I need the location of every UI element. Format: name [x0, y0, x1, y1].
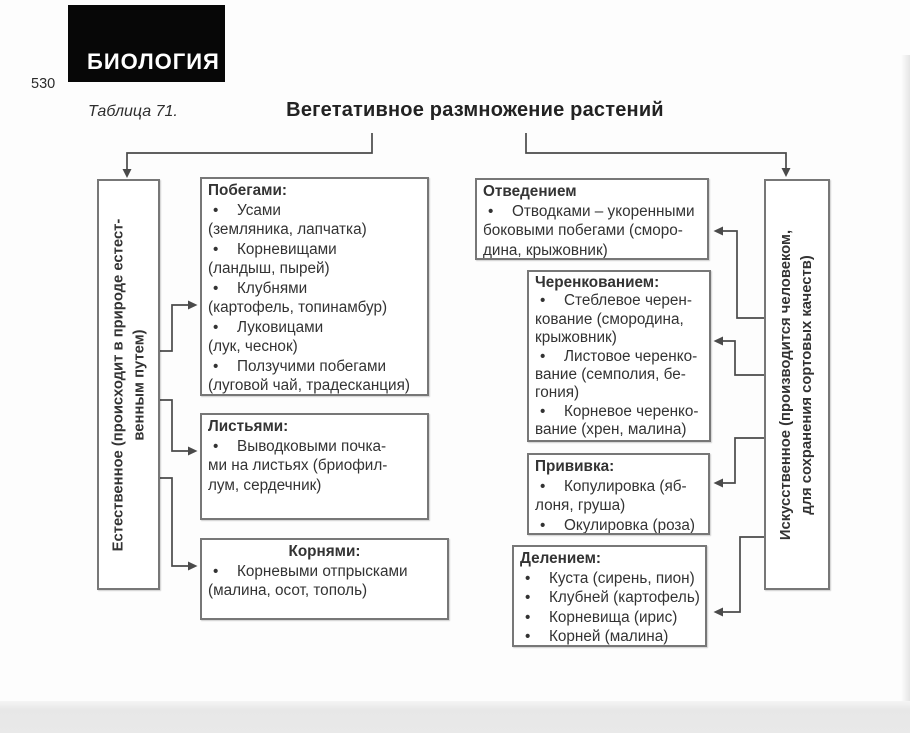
bullet-icon: • — [213, 240, 219, 258]
box-line: • Окулировка (роза) — [529, 516, 708, 534]
bullet-icon: • — [525, 608, 531, 626]
bullet-icon: • — [540, 516, 546, 534]
box-line: • Стеблевое черен- — [529, 292, 709, 310]
bullet-icon: • — [213, 201, 219, 219]
bullet-text: Клубнями — [237, 279, 308, 297]
bullet-icon: • — [540, 477, 546, 495]
page-number: 530 — [31, 76, 56, 92]
box-line: • Листовое черенко- — [529, 348, 709, 366]
natural-label-line2: венным путем) — [130, 328, 147, 441]
box-line: (луговой чай, традесканция) — [208, 377, 410, 394]
box-line: ми на листьях (бриофил- — [208, 457, 388, 474]
page-title: Вегетативное размножение растений — [286, 99, 664, 121]
box-heading: Черенкованием: — [535, 274, 660, 291]
bullet-icon: • — [213, 318, 219, 336]
box-heading: Прививка: — [535, 458, 615, 475]
box-heading: Отведением — [483, 183, 577, 200]
box-leaves: Листьями: • Выводковыми почка-ми на листья… — [200, 413, 429, 520]
box-line: лоня, груша) — [535, 497, 626, 514]
artificial-label-line2: для сохранения сортовых качеств) — [799, 254, 815, 515]
scan-edge-right — [901, 55, 910, 701]
box-line: вание (семполия, бе- — [535, 366, 686, 384]
box-line: (ландыш, пырей) — [208, 260, 330, 277]
logo-text: БИОЛОГИЯ — [87, 49, 220, 74]
bullet-icon: • — [525, 589, 531, 606]
box-heading: Делением: — [520, 550, 601, 567]
box-line: гония) — [535, 384, 580, 402]
bullet-text: Корней (малина) — [549, 628, 669, 645]
box-line: кование (смородина, — [535, 310, 684, 328]
bullet-icon: • — [213, 437, 219, 455]
bullet-text: Выводковыми почка- — [237, 437, 387, 455]
bullet-text: Луковицами — [237, 318, 324, 336]
box-line: • Клубней (картофель) — [514, 588, 705, 608]
box-roots: Корнями: • Корневыми отпрысками (малина, ос… — [200, 538, 449, 620]
bullet-text: Корневое черенко- — [564, 402, 699, 420]
bullet-text: Копулировка (яб- — [564, 477, 687, 495]
bullet-text: Корневищами — [237, 240, 337, 258]
natural-category-box: Естественное (происходит в природе естес… — [97, 179, 160, 590]
box-cuttings: Черенкованием:•Стеблевое черен-кование (… — [527, 270, 711, 442]
box-layering: Отведением • Отводками – укоренными боковым… — [475, 178, 709, 260]
box-line: • Куста (сирень, пион) — [514, 569, 705, 589]
bullet-icon: • — [525, 628, 531, 645]
box-line: (лук, чеснок) — [208, 338, 298, 355]
box-line: • Корневое черенко- — [529, 403, 709, 421]
box-line: • Луковицами — [202, 318, 427, 338]
bullet-text: Окулировка (роза) — [564, 516, 696, 534]
bullet-text: Куста (сирень, пион) — [549, 569, 695, 587]
artificial-category-box: Искусственное (производится человеком, д… — [764, 179, 830, 590]
box-grafting: Прививка: • Копулировка (яб-лоня, груша) • О… — [527, 453, 710, 535]
box-line: лум, сердечник) — [208, 476, 322, 494]
scan-edge-bottom — [0, 701, 910, 733]
box-line: крыжовник) — [535, 329, 617, 347]
biology-logo: БИОЛОГИЯ — [68, 5, 225, 82]
box-line: (картофель, топинамбур) — [208, 299, 388, 316]
bullet-icon: • — [540, 402, 546, 420]
box-line: • Клубнями — [202, 279, 427, 299]
bullet-text: Корневища (ирис) — [549, 608, 678, 626]
box-line: • Корней (малина) — [514, 627, 705, 645]
box-line: боковыми побегами (сморо- — [483, 222, 683, 239]
box-line: • Отводками – укоренными — [477, 202, 707, 222]
box-line: • Корневищами — [202, 240, 427, 260]
box-line: • Усами — [202, 201, 427, 221]
box-line: вание (хрен, малина) — [535, 421, 687, 439]
box-line: • Ползучими побегами — [202, 357, 427, 377]
box-heading: Побегами: — [208, 182, 287, 199]
bullet-text: Стеблевое черен- — [564, 292, 692, 310]
box-heading: Корнями: — [288, 543, 361, 560]
bullet-icon: • — [540, 347, 546, 365]
bullet-text: Листовое черенко- — [564, 347, 698, 365]
natural-label-line1: Естественное (происходит в природе естес… — [109, 218, 126, 551]
bullet-text: Клубней (картофель) — [549, 589, 700, 606]
bullet-text: Ползучими побегами — [237, 357, 387, 375]
bullet-icon: • — [488, 202, 494, 220]
box-line: (земляника, лапчатка) — [208, 221, 367, 238]
box-line: дина, крыжовник) — [483, 241, 608, 259]
bullet-text: Отводками – укоренными — [512, 202, 695, 220]
bullet-icon: • — [540, 292, 546, 310]
box-line: (малина, осот, тополь) — [208, 582, 368, 599]
box-line: • Корневыми отпрысками — [202, 562, 447, 582]
bullet-text: Усами — [237, 201, 281, 219]
box-heading: Листьями: — [208, 418, 289, 435]
box-division: Делением: • Куста (сирень, пион) • Клубней (… — [512, 545, 707, 647]
bullet-text: Корневыми отпрысками — [237, 562, 408, 580]
bullet-icon: • — [213, 279, 219, 297]
bullet-icon: • — [525, 569, 531, 587]
box-line: • Выводковыми почка- — [202, 437, 427, 457]
box-line: • Копулировка (яб- — [529, 477, 708, 497]
bullet-icon: • — [213, 357, 219, 375]
box-line: • Корневища (ирис) — [514, 608, 705, 628]
box-shoots: Побегами: • Усами (земляника, лапчатка) • Кор… — [200, 177, 429, 396]
bullet-icon: • — [213, 562, 219, 580]
artificial-label-line1: Искусственное (производится человеком, — [778, 229, 794, 540]
table-caption: Таблица 71. — [88, 103, 178, 120]
